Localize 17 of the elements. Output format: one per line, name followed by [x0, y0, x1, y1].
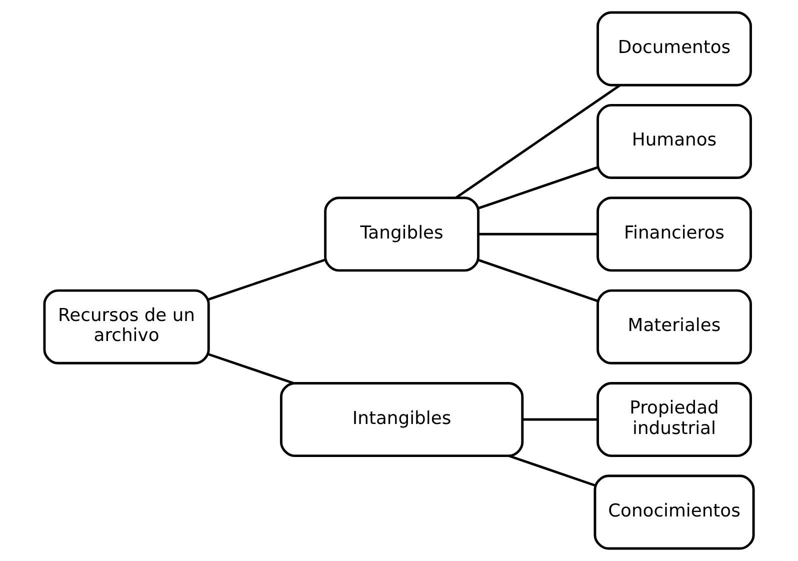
connector: [508, 454, 595, 486]
node-box: Documentos: [596, 11, 752, 86]
node-box: Humanos: [596, 104, 752, 179]
connector: [478, 166, 598, 210]
connector: [208, 258, 326, 300]
node-box: Propiedad industrial: [596, 382, 752, 458]
node-box: Financieros: [596, 196, 752, 272]
node-box: Intangibles: [280, 382, 524, 458]
connector: [478, 258, 598, 302]
node-box: Tangibles: [324, 196, 480, 272]
node-box: Materiales: [596, 289, 752, 364]
connector: [478, 232, 598, 236]
connector: [208, 353, 294, 384]
connector: [522, 418, 598, 421]
node-box: Conocimientos: [594, 474, 755, 550]
connector: [455, 84, 621, 199]
node-box: Recursos de un archivo: [43, 289, 210, 364]
